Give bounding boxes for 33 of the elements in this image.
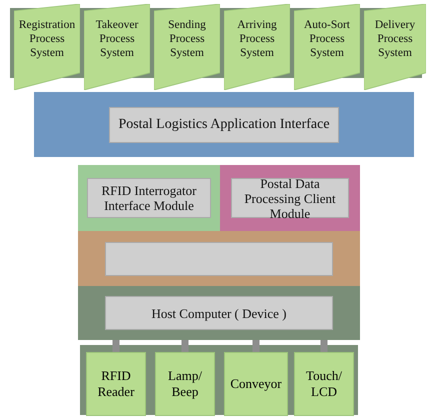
system-label: Registration Process System — [18, 18, 76, 60]
layer-band — [34, 92, 414, 157]
process-system-tab — [224, 4, 290, 90]
system-label: Sending Process System — [167, 18, 207, 60]
process-system-tab — [364, 4, 426, 90]
layer-band — [78, 286, 360, 340]
device-tab — [294, 352, 354, 416]
layer-band — [78, 165, 220, 231]
device-tab — [224, 352, 288, 416]
system-label: Auto-Sort Process System — [303, 18, 351, 60]
connector-pipe — [320, 340, 328, 352]
device-tab — [155, 352, 215, 416]
layer-band — [78, 231, 360, 286]
device-label: Lamp/ Beep — [167, 367, 203, 401]
connector-pipe — [112, 340, 120, 352]
system-label: Arriving Process System — [236, 18, 278, 60]
device-tab — [86, 352, 146, 416]
layer-label: Host Computer ( Device ) — [105, 296, 333, 330]
connector-pipe — [252, 340, 260, 352]
device-label: RFID Reader — [96, 367, 136, 401]
layer-band — [220, 165, 360, 231]
process-system-tab — [294, 4, 360, 90]
layer-label: Postal Data Processing Client Module — [231, 178, 349, 218]
system-label: Delivery Process System — [374, 18, 416, 60]
process-system-tab — [14, 4, 80, 90]
process-system-tab — [84, 4, 150, 90]
connector-pipe — [182, 340, 188, 352]
layer-label: Postal Logistics Application Interface — [109, 106, 339, 142]
layer-label: RFID Interrogator Interface Module — [87, 178, 211, 218]
system-label: Takeover Process System — [94, 18, 140, 60]
device-label: Conveyor — [229, 375, 283, 393]
device-label: Touch/ LCD — [305, 367, 343, 401]
process-system-tab — [154, 4, 220, 90]
